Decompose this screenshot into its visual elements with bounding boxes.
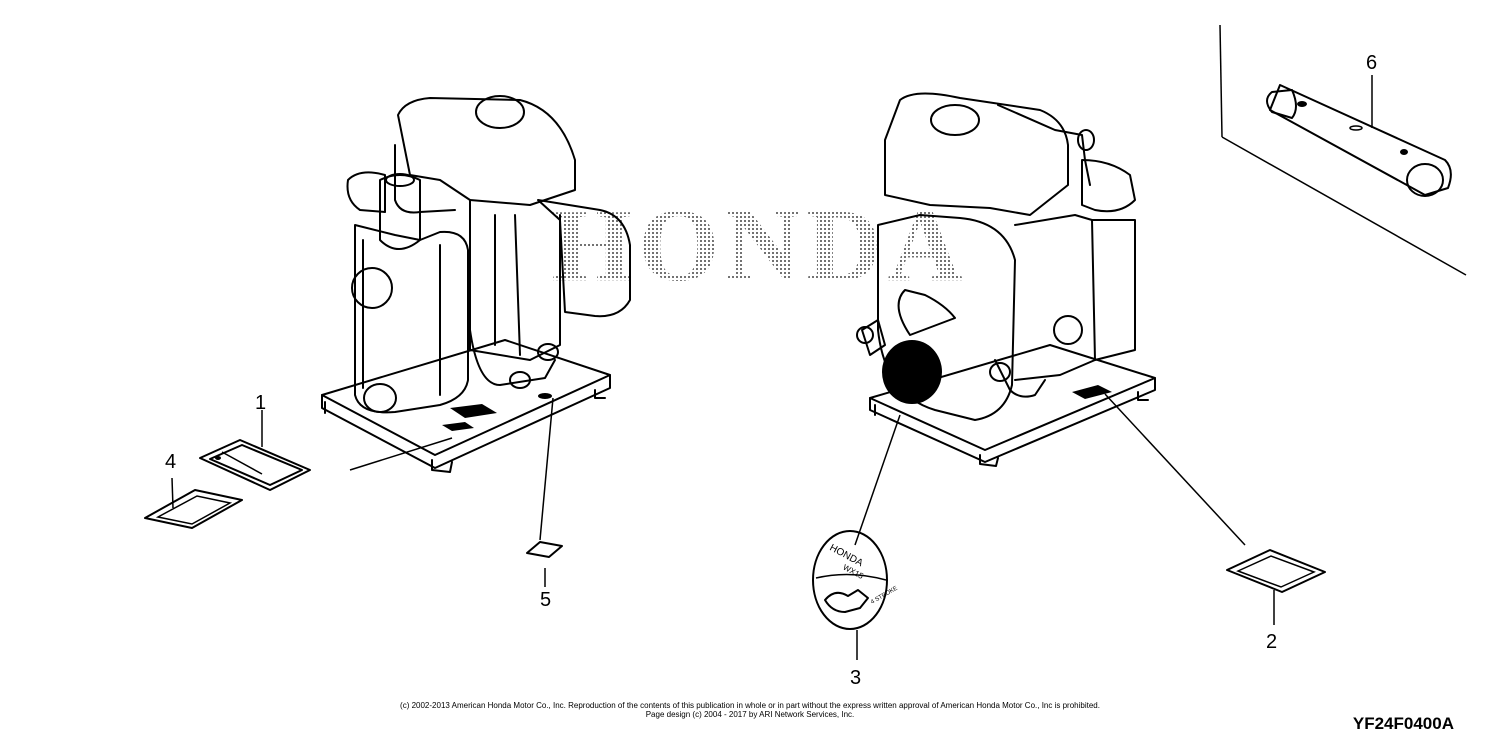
label-decal-1 — [199, 410, 311, 491]
box-wrench-illustration — [1219, 24, 1467, 276]
label-decal-5 — [526, 541, 563, 587]
callout-3[interactable]: 3 — [850, 667, 862, 689]
callout-6[interactable]: 6 — [1366, 52, 1378, 74]
label-decal-2 — [1226, 549, 1326, 625]
emblem-decal-3: HONDA WX15 4 STROKE — [812, 530, 899, 660]
diagram-code: YF24F0400A — [1352, 714, 1454, 733]
callout-4[interactable]: 4 — [165, 451, 177, 473]
label-decal-4 — [144, 477, 243, 529]
callout-5[interactable]: 5 — [540, 589, 552, 611]
copyright-line-1: (c) 2002-2013 American Honda Motor Co., … — [400, 701, 1100, 710]
callout-1[interactable]: 1 — [255, 392, 267, 414]
callout-2[interactable]: 2 — [1266, 631, 1278, 653]
water-pump-right-view — [854, 92, 1246, 546]
water-pump-left-view — [321, 95, 631, 541]
emblem-stroke-text: 4 STROKE — [870, 586, 899, 606]
honda-watermark: HONDA — [551, 188, 968, 303]
copyright-line-2: Page design (c) 2004 - 2017 by ARI Netwo… — [645, 710, 855, 719]
